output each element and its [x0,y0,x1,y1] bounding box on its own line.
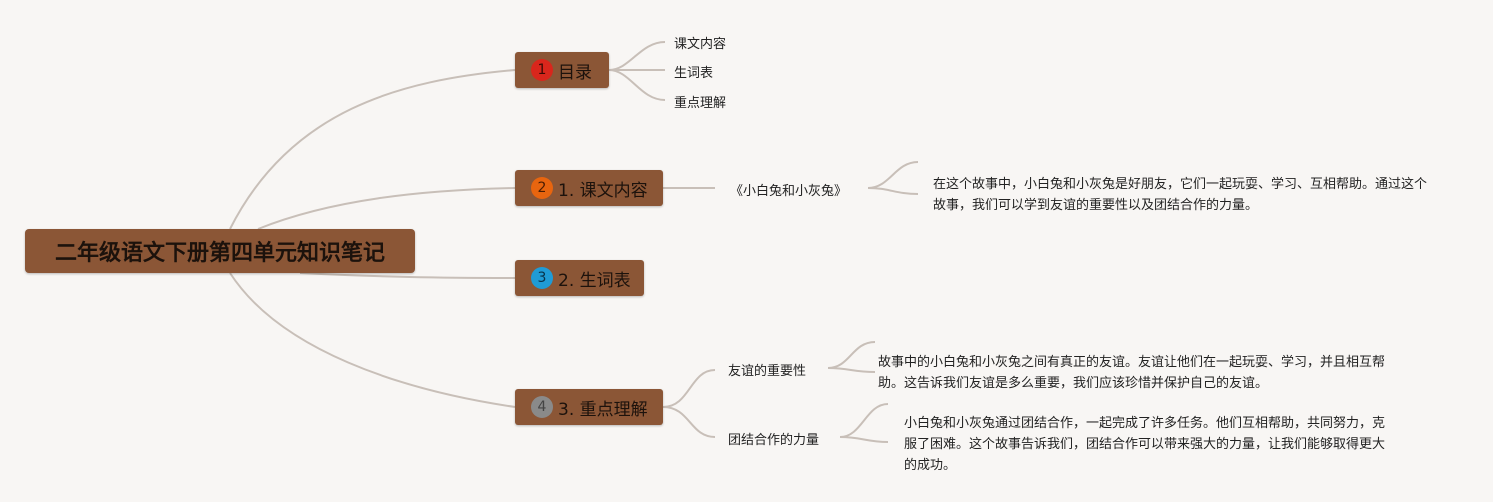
toc-item-lesson-content[interactable]: 课文内容 [674,37,727,52]
key-point-friendship-title[interactable]: 友谊的重要性 [728,364,807,379]
branch-label: 2. 生词表 [558,270,631,291]
connector-lesson-summary-a [867,161,919,189]
connector-toc-3 [608,69,666,101]
branch-node-lesson-content[interactable]: 2 1. 课文内容 [515,170,663,206]
badge-4-icon: 4 [531,396,553,418]
branch-node-key-points[interactable]: 4 3. 重点理解 [515,389,663,425]
connector-kp1-text-a [827,341,876,369]
toc-item-key-points[interactable]: 重点理解 [674,96,727,111]
connector-root-b2 [257,187,516,230]
badge-2-icon: 2 [531,177,553,199]
lesson-summary[interactable]: 在这个故事中，小白兔和小灰兔是好朋友，它们一起玩耍、学习、互相帮助。通过这个故事… [933,177,1428,213]
connector-kp1-text-b [827,367,876,373]
connector-root-b1 [229,69,516,230]
key-point-teamwork-text[interactable]: 小白兔和小灰兔通过团结合作，一起完成了许多任务。他们互相帮助，共同努力，克服了困… [904,416,1386,473]
connector-lesson-summary-b [867,187,919,195]
connector-kp2-text-a [839,403,889,438]
branch-label: 3. 重点理解 [558,399,648,420]
branch-node-toc[interactable]: 1 目录 [515,52,609,88]
root-node[interactable]: 二年级语文下册第四单元知识笔记 [25,229,415,273]
connector-kp-2 [662,406,716,438]
connector-toc-1 [608,41,666,71]
branch-label: 1. 课文内容 [558,180,648,201]
connector-kp2-text-b [839,436,889,443]
badge-1-icon: 1 [531,59,553,81]
badge-3-icon: 3 [531,267,553,289]
key-point-teamwork-title[interactable]: 团结合作的力量 [728,433,820,448]
lesson-title[interactable]: 《小白兔和小灰兔》 [730,184,848,199]
connector-root-b4 [229,272,516,408]
branch-node-vocabulary[interactable]: 3 2. 生词表 [515,260,644,296]
key-point-friendship-text[interactable]: 故事中的小白兔和小灰兔之间有真正的友谊。友谊让他们在一起玩耍、学习，并且相互帮助… [878,355,1386,391]
connector-root-b3 [299,272,516,279]
connector-kp-1 [662,369,716,408]
root-title: 二年级语文下册第四单元知识笔记 [54,241,385,266]
toc-item-vocabulary[interactable]: 生词表 [674,66,714,81]
branch-label: 目录 [558,62,592,83]
